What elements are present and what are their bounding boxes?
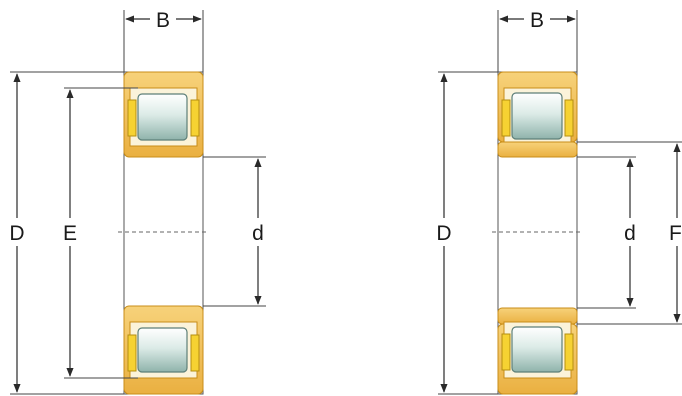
left-top-section	[123, 71, 204, 158]
right-label-b: B	[530, 9, 544, 32]
right-bottom-cage-left	[501, 333, 511, 371]
right-dim-d-bore: d	[577, 156, 636, 309]
left-bottom-cage-right	[190, 334, 200, 372]
left-bottom-section	[123, 305, 204, 395]
left-top-roller	[137, 93, 188, 141]
right-bearing: B D d F	[436, 9, 682, 395]
right-bottom-section	[497, 307, 578, 395]
left-bearing: B D E d	[9, 9, 266, 395]
right-top-section	[497, 71, 578, 158]
right-bottom-cage-right	[564, 333, 574, 371]
right-bottom-roller	[511, 326, 563, 373]
left-top-cage-right	[190, 99, 200, 137]
left-bottom-roller	[137, 327, 188, 373]
left-label-b: B	[156, 9, 170, 32]
right-label-d-outer: D	[436, 222, 451, 245]
left-label-d-outer: D	[9, 222, 24, 245]
right-top-roller	[511, 92, 563, 140]
left-dim-b: B	[123, 9, 204, 72]
left-label-e: E	[63, 222, 77, 245]
left-dim-e: E	[63, 87, 138, 379]
left-label-d-bore: d	[252, 222, 264, 245]
right-label-f: F	[669, 222, 682, 245]
right-dim-b: B	[497, 9, 578, 72]
left-bottom-cage-left	[127, 334, 137, 372]
right-dim-f: F	[577, 141, 682, 325]
right-top-cage-left	[501, 99, 511, 137]
left-dim-d-outer: D	[9, 71, 124, 395]
left-top-cage-left	[127, 99, 137, 137]
left-dim-d-bore: d	[203, 156, 266, 307]
right-label-d-bore: d	[624, 222, 636, 245]
right-top-cage-right	[564, 99, 574, 137]
right-top-inner-ring	[497, 141, 578, 158]
right-dim-d-outer: D	[436, 71, 498, 395]
